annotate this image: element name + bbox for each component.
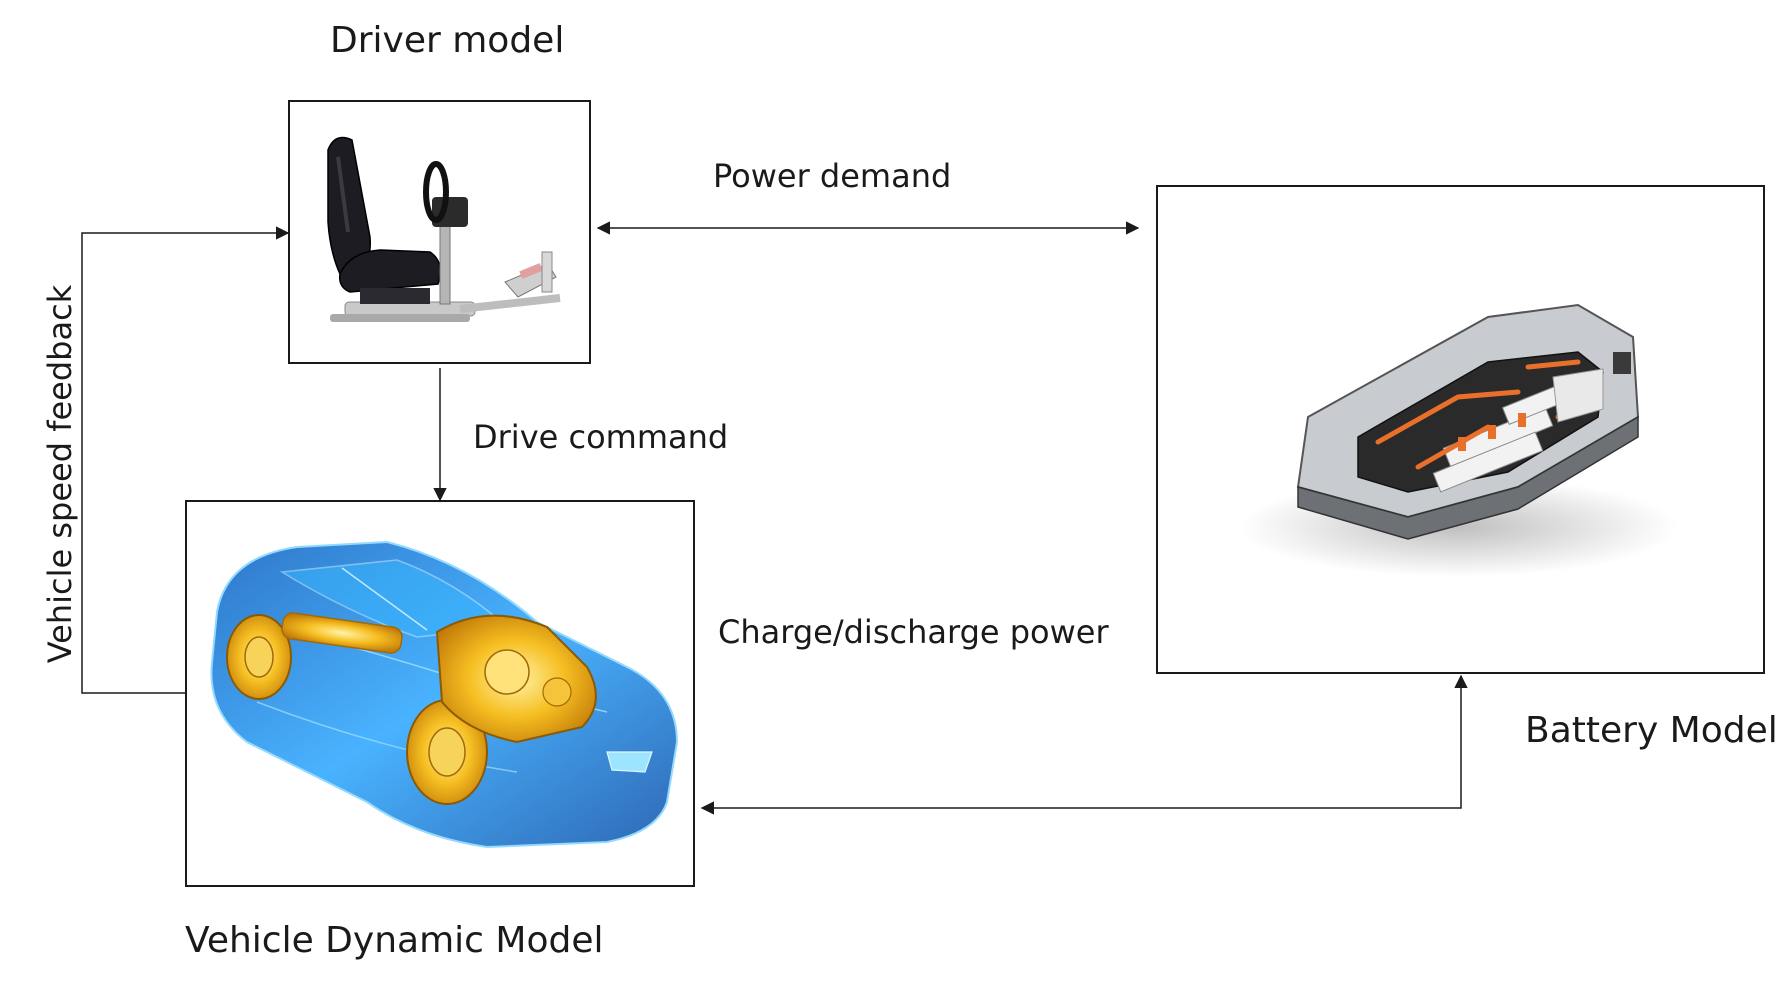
drive-command-label: Drive command <box>473 418 729 456</box>
xray-car-icon <box>210 540 679 849</box>
power-demand-label: Power demand <box>713 157 952 195</box>
battery-model-title: Battery Model <box>1525 710 1778 751</box>
speed-feedback-arrow <box>81 226 290 694</box>
vehicle-dynamic-model-box <box>185 500 695 887</box>
charge-discharge-arrow <box>700 674 1468 815</box>
driver-model-title: Driver model <box>330 20 565 61</box>
battery-pack-icon <box>1238 303 1678 577</box>
battery-model-box <box>1156 185 1765 674</box>
driver-model-box <box>288 100 591 364</box>
racing-seat-simulator-icon <box>327 136 561 322</box>
vehicle-dynamic-model-title: Vehicle Dynamic Model <box>185 920 604 961</box>
charge-discharge-label: Charge/discharge power <box>718 613 1109 651</box>
